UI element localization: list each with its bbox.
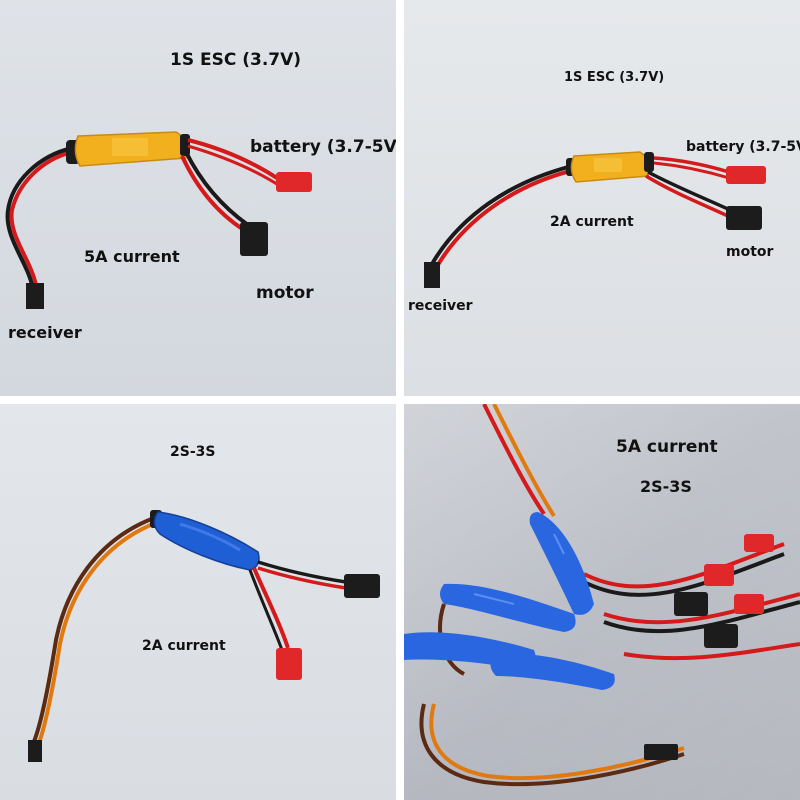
panel-1s-esc-2a: 1S ESC (3.7V) battery (3.7-5V) 2A curren… — [404, 0, 800, 396]
receiver-connector — [424, 262, 440, 288]
current-label: 5A current — [84, 247, 180, 266]
esc-bulk-photo — [404, 404, 800, 800]
motor-connector — [726, 206, 762, 230]
esc-blue-body — [440, 583, 576, 632]
receiver-label: receiver — [408, 298, 473, 314]
motor-connector — [344, 574, 380, 598]
esc-photo-1 — [5, 131, 312, 309]
esc-blue-body — [490, 653, 615, 690]
esc-photo-3 — [28, 510, 380, 762]
panel-title: 2S-3S — [170, 444, 216, 460]
battery-label: battery (3.7-5V) — [250, 137, 396, 157]
esc-photo-2 — [424, 151, 766, 288]
battery-connector — [726, 166, 766, 184]
panel-title-line2: 2S-3S — [640, 477, 692, 496]
motor-connector — [240, 222, 268, 256]
receiver-connector — [28, 740, 42, 762]
receiver-connector — [26, 283, 44, 309]
motor-label: motor — [726, 244, 774, 260]
current-label: 2A current — [550, 214, 634, 230]
receiver-label: receiver — [8, 323, 82, 342]
panel-title: 1S ESC (3.7V) — [564, 70, 665, 85]
panel-2s-3s-2a: 2S-3S 2A current — [0, 404, 396, 800]
esc-blue-body — [153, 511, 260, 571]
motor-label: motor — [256, 283, 314, 303]
current-label: 2A current — [142, 638, 226, 654]
panel-title: 1S ESC (3.7V) — [170, 50, 302, 70]
battery-connector — [276, 648, 302, 680]
panel-1s-esc-5a: 1S ESC (3.7V) battery (3.7-5V) 5A curren… — [0, 0, 396, 396]
esc-blue-body — [529, 512, 594, 615]
battery-label: battery (3.7-5V) — [686, 139, 800, 155]
battery-connector — [276, 172, 312, 192]
panel-bulk-5a: 5A current 2S-3S — [404, 404, 800, 800]
panel-title-line1: 5A current — [616, 437, 718, 457]
